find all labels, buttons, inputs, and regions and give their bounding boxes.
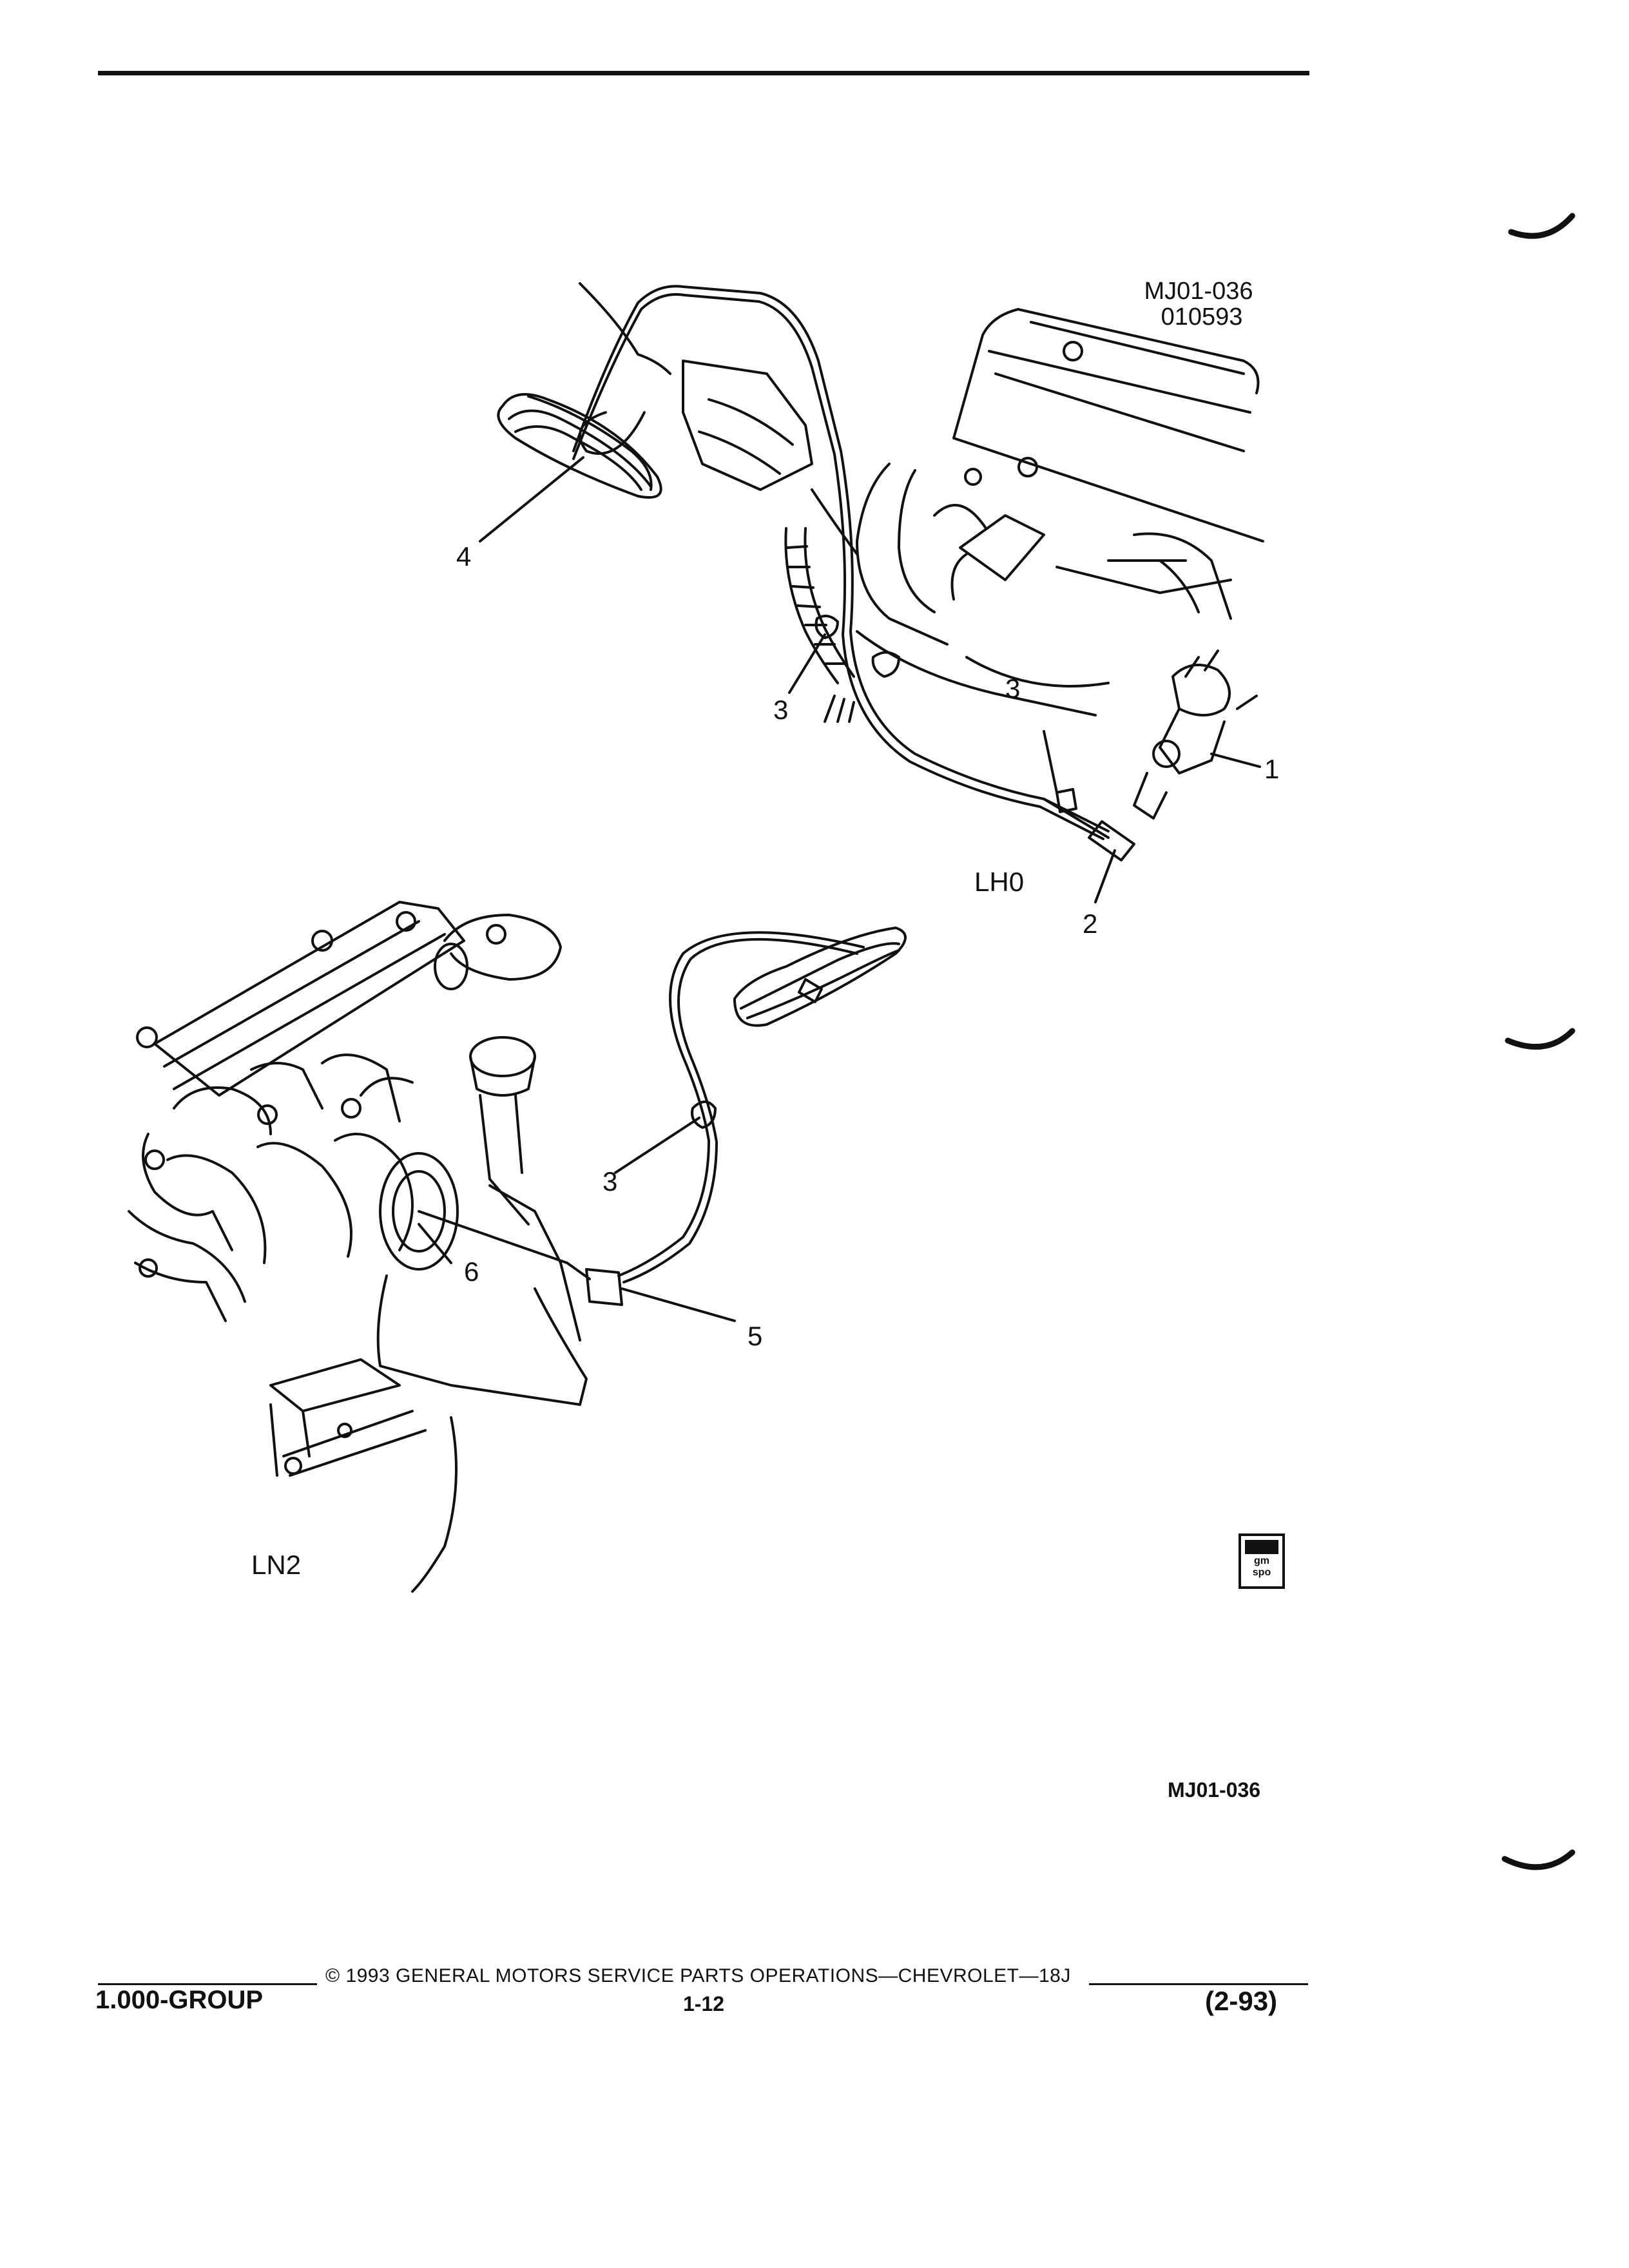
figure-reference-id: MJ01-036 [1144, 278, 1253, 305]
figure-reference-date: 010593 [1161, 303, 1243, 331]
badge-text-gm: gm [1254, 1555, 1269, 1566]
lh0-engine-drawing [497, 282, 1264, 861]
callout-3-upper-right: 3 [1005, 673, 1021, 704]
engine-label-ln2: LN2 [251, 1550, 302, 1580]
top-rule [98, 71, 1309, 75]
gm-spo-badge: gm spo [1239, 1533, 1285, 1589]
engine-label-lh0: LH0 [974, 867, 1025, 897]
footer-page-number: 1-12 [683, 1992, 725, 2015]
callout-2: 2 [1083, 908, 1098, 939]
leader-lines [418, 456, 1261, 1322]
ln2-engine-drawing [128, 901, 907, 1593]
footer-date: (2-93) [1205, 1986, 1278, 2016]
badge-text-spo: spo [1252, 1567, 1271, 1578]
footer-copyright: © 1993 GENERAL MOTORS SERVICE PARTS OPER… [325, 1965, 1071, 1986]
callout-1: 1 [1264, 754, 1280, 784]
footer-group: 1.000-GROUP [95, 1986, 264, 2014]
callout-3-lower: 3 [602, 1166, 618, 1196]
callout-6: 6 [464, 1256, 479, 1287]
footer-right-rule [1089, 1983, 1308, 1985]
callout-5: 5 [747, 1321, 763, 1351]
badge-top-bar [1245, 1540, 1278, 1554]
callout-3-upper-left: 3 [773, 695, 789, 725]
figure-caption-id: MJ01-036 [1168, 1778, 1261, 1802]
callout-4: 4 [456, 541, 472, 572]
footer-left-rule [98, 1983, 317, 1985]
